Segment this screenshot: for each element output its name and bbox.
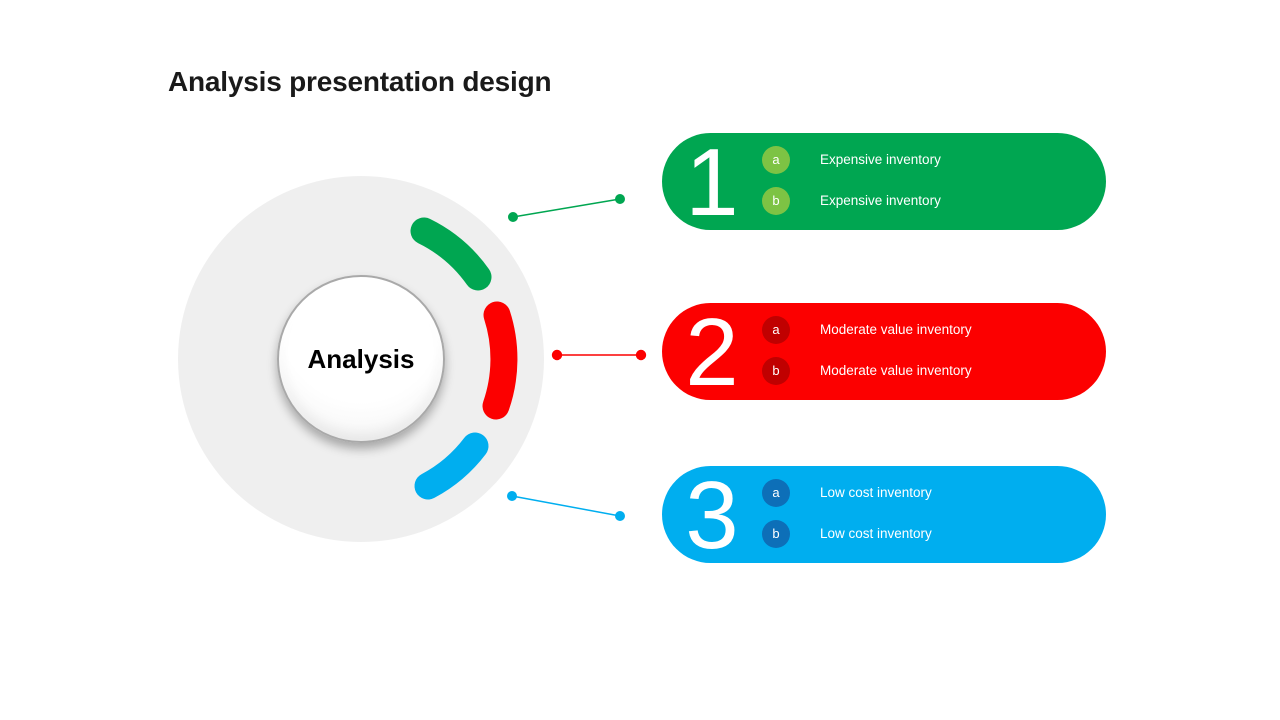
connector-line-3 bbox=[511, 495, 621, 517]
analysis-center-circle: Analysis bbox=[277, 275, 445, 443]
card-3-number: 3 bbox=[685, 462, 739, 569]
card-1-item-b-label: Expensive inventory bbox=[820, 193, 941, 208]
card-3: 3 a Low cost inventory b Low cost invent… bbox=[662, 462, 1106, 569]
card-1: 1 a Expensive inventory b Expensive inve… bbox=[662, 129, 1106, 236]
card-1-badge-a: a bbox=[762, 146, 790, 174]
connector-dot-3-end bbox=[615, 511, 625, 521]
arc-segment-1 bbox=[410, 217, 492, 291]
connector-dot-3-start bbox=[507, 491, 517, 501]
arc-segment-3 bbox=[414, 432, 489, 500]
card-2: 2 a Moderate value inventory b Moderate … bbox=[662, 299, 1106, 406]
card-2-badge-a: a bbox=[762, 316, 790, 344]
card-2-badge-b: b bbox=[762, 357, 790, 385]
card-3-item-b-label: Low cost inventory bbox=[820, 526, 932, 541]
card-1-item-a-label: Expensive inventory bbox=[820, 152, 941, 167]
connector-dot-1-end bbox=[615, 194, 625, 204]
connector-dot-2-start bbox=[551, 349, 563, 361]
card-2-item-b-label: Moderate value inventory bbox=[820, 363, 972, 378]
card-3-badge-a: a bbox=[762, 479, 790, 507]
card-1-number: 1 bbox=[685, 129, 739, 236]
connector-line-1 bbox=[512, 198, 621, 218]
card-3-item-a-label: Low cost inventory bbox=[820, 485, 932, 500]
card-2-number: 2 bbox=[685, 299, 739, 406]
card-3-badge-b: b bbox=[762, 520, 790, 548]
connector-dot-1-start bbox=[508, 212, 518, 222]
arc-segment-2 bbox=[482, 301, 518, 420]
page-title: Analysis presentation design bbox=[168, 66, 552, 97]
card-2-item-a-label: Moderate value inventory bbox=[820, 322, 972, 337]
card-1-badge-b: b bbox=[762, 187, 790, 215]
center-label: Analysis bbox=[307, 343, 415, 374]
connector-dot-2-end bbox=[635, 349, 647, 361]
